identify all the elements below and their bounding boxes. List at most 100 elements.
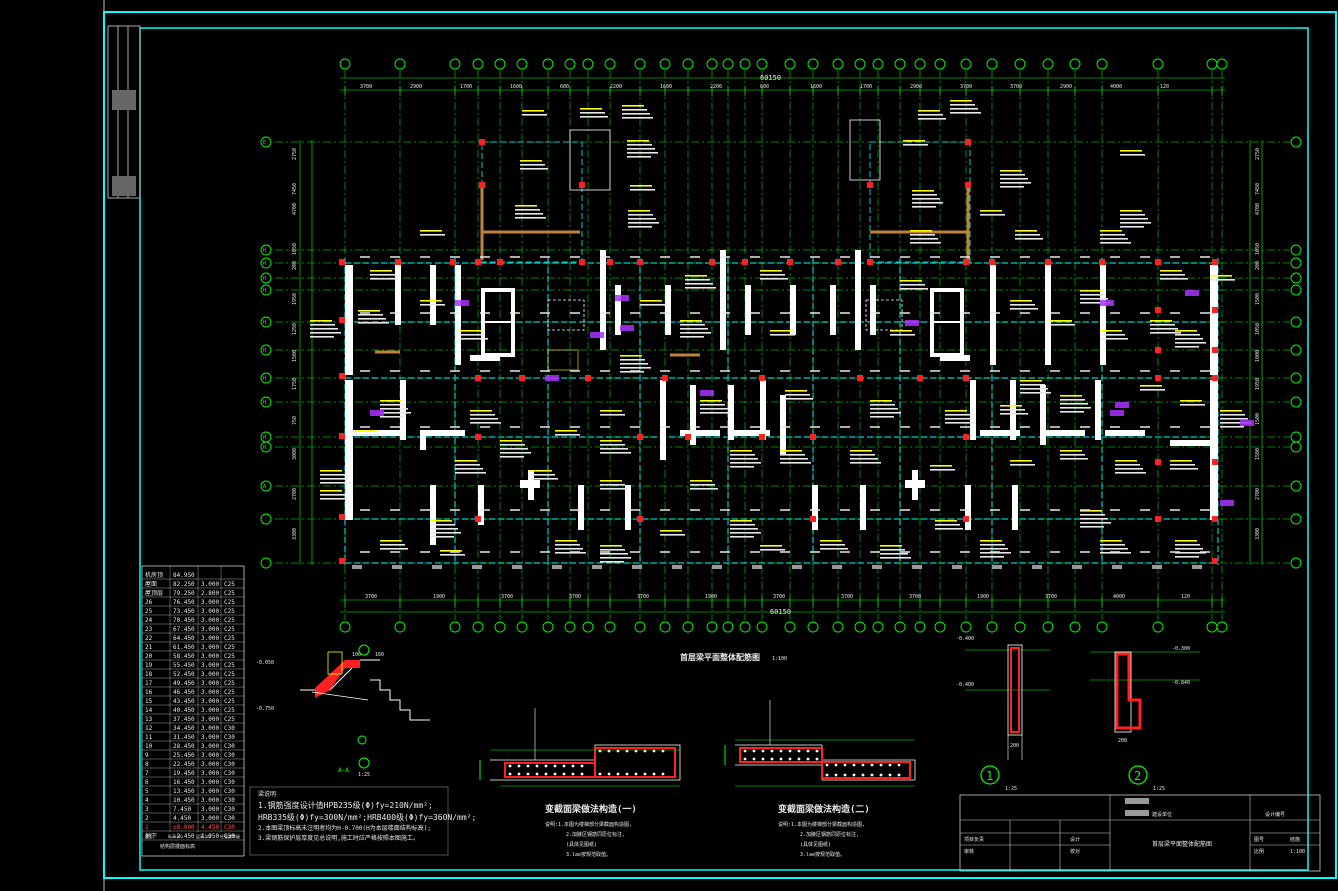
floor-table-cell: C25 [224, 698, 235, 705]
axis-bubble-bottom [1069, 621, 1081, 633]
svg-text:H: H [263, 248, 266, 254]
beam-annotation [945, 410, 976, 424]
floor-table-cell: 22 [145, 635, 153, 642]
floor-table-cell: 3.000 [201, 770, 219, 777]
floor-table-cell: 18 [145, 671, 153, 678]
beam-annotation [600, 440, 631, 454]
axis-bubble-right [1290, 136, 1302, 148]
floor-table-cell: C25 [224, 608, 235, 615]
left-dim-label: 2750 [292, 148, 298, 160]
beam-annotation [370, 270, 398, 280]
beam-annotation [1175, 330, 1206, 348]
axis-bubble-bottom [394, 621, 406, 633]
floor-table-cell: C25 [224, 662, 235, 669]
floor-table-cell: C25 [224, 680, 235, 687]
table-header-floor: 层号 [145, 833, 153, 839]
floor-table-cell: C30 [224, 725, 235, 732]
table-header-elev: 标高(m) [168, 833, 183, 839]
axis-bubble-bottom [1216, 621, 1228, 633]
floor-table-cell: 14 [145, 707, 153, 714]
floor-table-cell: 20 [145, 653, 153, 660]
beam-annotation [900, 280, 928, 290]
tb-design-no: 设计编号 [1265, 811, 1285, 818]
section1-note3: (具体见图纸) [566, 841, 597, 848]
magenta-annotation [370, 410, 384, 416]
beam-annotation [622, 105, 653, 119]
beam-annotation [1100, 330, 1128, 340]
floor-table-cell: 3.000 [201, 752, 219, 759]
right-dim-label: 200 [1255, 261, 1261, 270]
axis-bubble-bottom [634, 621, 646, 633]
beam-annotation [620, 355, 651, 373]
beam-annotation [820, 540, 848, 550]
bottom-dim-label: 3700 [569, 594, 581, 600]
left-dim-label: 1750 [292, 378, 298, 390]
beam-annotation [980, 540, 1011, 558]
beam-annotation [1020, 380, 1051, 394]
axis-bubble-bottom [1096, 621, 1108, 633]
floor-table-cell: C30 [224, 806, 235, 813]
axis-bubble-left [260, 136, 272, 148]
axis-bubble-left [260, 344, 272, 356]
detail2-elev2: -0.840 [1172, 680, 1190, 686]
left-dim-label: 1250 [292, 323, 298, 335]
right-dim-label: 1500 [1255, 448, 1261, 460]
magenta-annotation [1115, 402, 1129, 408]
beam-annotation [420, 230, 445, 236]
floor-table-cell: C30 [224, 797, 235, 804]
beam-annotation [935, 520, 963, 530]
section1-note1: 说明:1.本图为楼梯部分梁截面构造图, [545, 821, 632, 828]
beam-annotation [880, 545, 911, 559]
axis-bubble-top [1206, 58, 1218, 70]
floor-table-cell: C25 [224, 626, 235, 633]
floor-table-cell: C30 [224, 761, 235, 768]
beam-annotation [1220, 410, 1251, 428]
detail1-elev2: -0.400 [956, 682, 974, 688]
floor-table-cell: 9 [145, 752, 149, 759]
axis-bubble-right [1290, 396, 1302, 408]
axis-bubble-left [260, 513, 272, 525]
notes-line1: 1.钢筋强度设计值HPB235级(Φ)fy=210N/mm²; [258, 800, 433, 810]
magenta-annotation [1185, 290, 1199, 296]
left-dim-label: 7450 [292, 183, 298, 195]
magenta-annotation [620, 325, 634, 331]
beam-annotation [690, 480, 718, 490]
left-dim-label: 1500 [292, 350, 298, 362]
floor-table-cell: 3.000 [201, 599, 219, 606]
right-dim-label: 1000 [1255, 350, 1261, 362]
beam-annotation [760, 545, 785, 551]
magenta-annotation [1220, 500, 1234, 506]
floor-table-cell: 25.450 [173, 752, 195, 759]
axis-bubble-top [542, 58, 554, 70]
axis-bubble-left [260, 316, 272, 328]
top-dim-label: 1700 [860, 84, 872, 90]
svg-text:H: H [263, 261, 266, 267]
axis-bubble-bottom [986, 621, 998, 633]
axis-bubble-bottom [604, 621, 616, 633]
magenta-annotation [700, 390, 714, 396]
section2-title: 变截面梁做法构造(二) [778, 803, 870, 815]
floor-table-cell: 37.450 [173, 716, 195, 723]
floor-table-cell: 3.000 [201, 806, 219, 813]
axis-bubble-top [472, 58, 484, 70]
beam-annotation [430, 520, 461, 538]
beam-annotation [1010, 460, 1035, 466]
detail-a-elev1: -0.050 [256, 660, 274, 666]
floor-table-cell: 3 [145, 806, 149, 813]
floor-table-cell: 3.000 [201, 716, 219, 723]
left-dim-label: 750 [292, 416, 298, 425]
bottom-dim-label: 3700 [1045, 594, 1057, 600]
axis-bubble-top [986, 58, 998, 70]
bottom-dim-label: 1900 [433, 594, 445, 600]
beam-annotation [770, 330, 795, 336]
floor-table-cell: 10.450 [173, 797, 195, 804]
floor-table-cell: 84.950 [173, 572, 195, 579]
axis-bubble-bottom [472, 621, 484, 633]
beam-annotation [628, 210, 659, 228]
floor-table-cell: 4.450 [201, 824, 219, 831]
beam-annotation [580, 108, 608, 118]
floor-table-cell: 3.000 [201, 653, 219, 660]
axis-bubble-top [1096, 58, 1108, 70]
